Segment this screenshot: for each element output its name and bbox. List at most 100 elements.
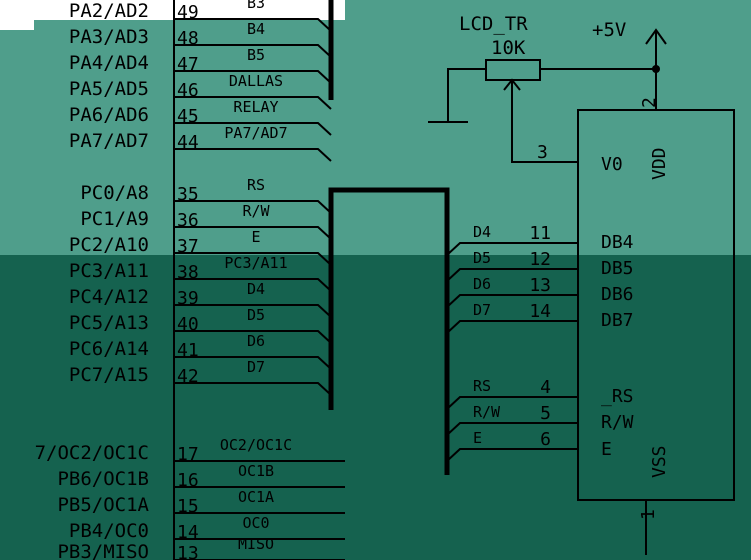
mcu-pin-name: PC5/A13 <box>69 312 149 334</box>
lcd-left-pin-number: 14 <box>529 301 551 322</box>
mcu-net-label: D7 <box>247 358 265 376</box>
potentiometer-value: 10K <box>491 37 526 59</box>
lcd-left-pin-number: 11 <box>529 223 551 244</box>
mcu-pin-number: 49 <box>177 2 199 23</box>
mcu-pin-name: 7/OC2/OC1C <box>35 442 149 464</box>
mcu-pin-wire <box>174 252 332 266</box>
mcu-pin-wire <box>174 200 332 214</box>
mcu-pin-number: 45 <box>177 106 199 127</box>
lcd-left-pin-number: 6 <box>540 429 551 450</box>
mcu-pin-number: 39 <box>177 288 199 309</box>
mcu-pin-number: 37 <box>177 236 199 257</box>
mcu-net-label: R/W <box>242 202 270 220</box>
lcd-vss-pin-number: 1 <box>638 509 659 520</box>
mcu-net-label: OC1B <box>238 462 274 480</box>
mcu-net-label: E <box>251 228 260 246</box>
mcu-net-label: B5 <box>247 46 265 64</box>
mcu-pin-number: 35 <box>177 184 199 205</box>
mcu-pin-name: PC4/A12 <box>69 286 149 308</box>
mcu-pin-wire <box>174 304 332 318</box>
lcd-left-net-label: D7 <box>473 301 491 319</box>
lcd-pin-name: DB6 <box>601 284 634 305</box>
lcd-left-pin-number: 13 <box>529 275 551 296</box>
mcu-pin-wire <box>174 226 332 240</box>
lcd-vdd-label: VDD <box>649 147 670 180</box>
mcu-pin-name: PA6/AD6 <box>69 104 149 126</box>
potentiometer-name: LCD_TR <box>459 13 528 35</box>
mcu-pin-number: 13 <box>177 543 199 560</box>
mcu-pin-name: PB5/OC1A <box>57 494 149 516</box>
mcu-pin-name: PA7/AD7 <box>69 130 149 152</box>
mcu-net-label: B3 <box>247 0 265 12</box>
mcu-net-label: PC3/A11 <box>224 254 287 272</box>
power-label: +5V <box>592 19 626 41</box>
lcd-pin-name: E <box>601 439 612 460</box>
lcd-left-net-label: R/W <box>473 403 501 421</box>
mcu-net-label: RS <box>247 176 265 194</box>
lcd-pin-name: DB7 <box>601 310 634 331</box>
mcu-pin-name: PC1/A9 <box>80 208 149 230</box>
mcu-pin-wire <box>174 122 332 136</box>
mcu-pin-wire <box>174 382 332 396</box>
lcd-pin-wire <box>446 294 578 308</box>
mcu-net-label: D6 <box>247 332 265 350</box>
mcu-net-label: D4 <box>247 280 265 298</box>
upper-background-band <box>0 0 751 255</box>
lcd-left-pin-number: 4 <box>540 377 551 398</box>
top-header-strip <box>0 0 345 20</box>
mcu-pin-number: 36 <box>177 210 199 231</box>
mcu-pin-wire-group <box>174 18 345 560</box>
mcu-pin-name: PC0/A8 <box>80 182 149 204</box>
lcd-left-net-label: RS <box>473 377 491 395</box>
potentiometer-to-ground-wire <box>447 68 486 122</box>
lcd-wire-group <box>446 242 578 462</box>
mcu-pin-wire <box>174 356 332 370</box>
mcu-pin-name: PB6/OC1B <box>57 468 149 490</box>
mcu-pin-number: 48 <box>177 28 199 49</box>
mcu-pin-wire <box>174 70 332 84</box>
lower-background-band <box>0 255 751 560</box>
mcu-pin-number: 14 <box>177 522 199 543</box>
lcd-pin-wire <box>446 320 578 334</box>
mcu-pin-number: 44 <box>177 132 199 153</box>
lcd-pin-wire <box>446 242 578 256</box>
lcd-left-pin-number: 12 <box>529 249 551 270</box>
mcu-pin-number: 16 <box>177 470 199 491</box>
mcu-pin-name: PC3/A11 <box>69 260 149 282</box>
mcu-pin-number: 41 <box>177 340 199 361</box>
mcu-pin-name: PA2/AD2 <box>69 0 149 22</box>
lcd-pin-wire <box>446 448 578 462</box>
mcu-net-label: OC0 <box>242 514 269 532</box>
mcu-pin-name: PC2/A10 <box>69 234 149 256</box>
lcd-pin-name: V0 <box>601 154 623 175</box>
mcu-pin-name: PB3/MISO <box>57 541 149 560</box>
lcd-pin-name: DB4 <box>601 232 634 253</box>
mcu-net-label: PA7/AD7 <box>224 124 287 142</box>
mcu-pin-wire <box>174 148 332 162</box>
top-header-strip-left <box>0 20 34 30</box>
lcd-vo-pin-number: 3 <box>537 142 548 163</box>
mcu-net-label: B4 <box>247 20 265 38</box>
lcd-vss-label: VSS <box>649 445 670 478</box>
lcd-vdd-pin-number: 2 <box>639 97 660 108</box>
mcu-pin-wire <box>174 330 332 344</box>
mcu-pin-wire <box>174 278 332 292</box>
mcu-pin-name: PA4/AD4 <box>69 52 149 74</box>
mcu-pin-name: PB4/OC0 <box>69 520 149 542</box>
lcd-pin-wire <box>446 422 578 436</box>
mcu-net-label: MISO <box>238 535 274 553</box>
mcu-pin-number: 42 <box>177 366 199 387</box>
mcu-pin-number: 40 <box>177 314 199 335</box>
mcu-pin-number: 46 <box>177 80 199 101</box>
mcu-net-label: OC1A <box>238 488 274 506</box>
mcu-pin-number: 38 <box>177 262 199 283</box>
mcu-pin-name: PC6/A14 <box>69 338 149 360</box>
mcu-net-label: OC2/OC1C <box>220 436 292 454</box>
mcu-net-label: DALLAS <box>229 72 283 90</box>
mcu-pin-name: PA5/AD5 <box>69 78 149 100</box>
